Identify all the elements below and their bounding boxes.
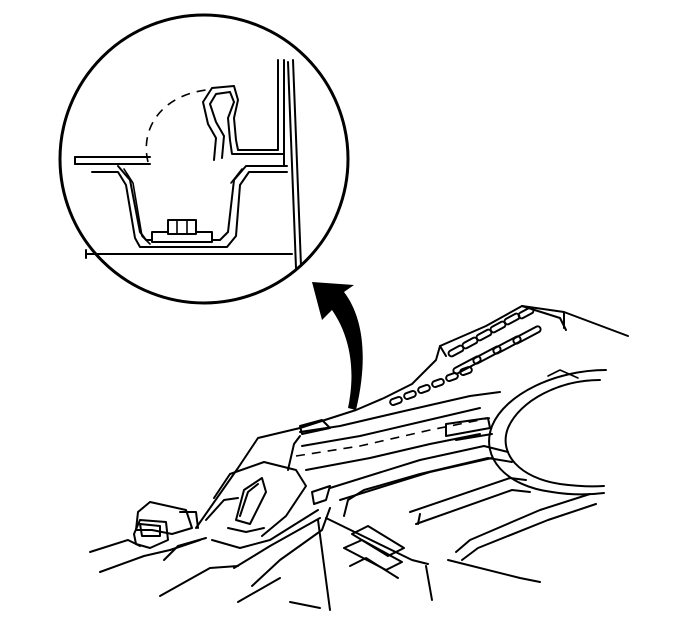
rear-pillar (205, 435, 331, 587)
phantom-outline (145, 89, 207, 163)
cross-members (311, 445, 597, 561)
callout-circle (58, 13, 350, 305)
cross-section-flange-left (74, 156, 151, 165)
fastener-nut (151, 219, 213, 243)
floor-outline (195, 305, 629, 529)
vertical-panel-section (287, 59, 302, 269)
lower-floor-edges (89, 537, 281, 603)
floor-pocket (289, 517, 541, 611)
upper-panel-section (202, 59, 285, 167)
floor-pan-illustration (89, 305, 629, 611)
floor-ribs (389, 306, 542, 407)
mounting-bracket (133, 501, 199, 549)
lower-panel-line (85, 249, 293, 259)
callout-arrow (312, 282, 363, 410)
floor-rails (295, 391, 501, 471)
detail-callout (58, 13, 350, 305)
spare-wheel-well (488, 369, 607, 496)
cross-section-channel (91, 165, 288, 248)
